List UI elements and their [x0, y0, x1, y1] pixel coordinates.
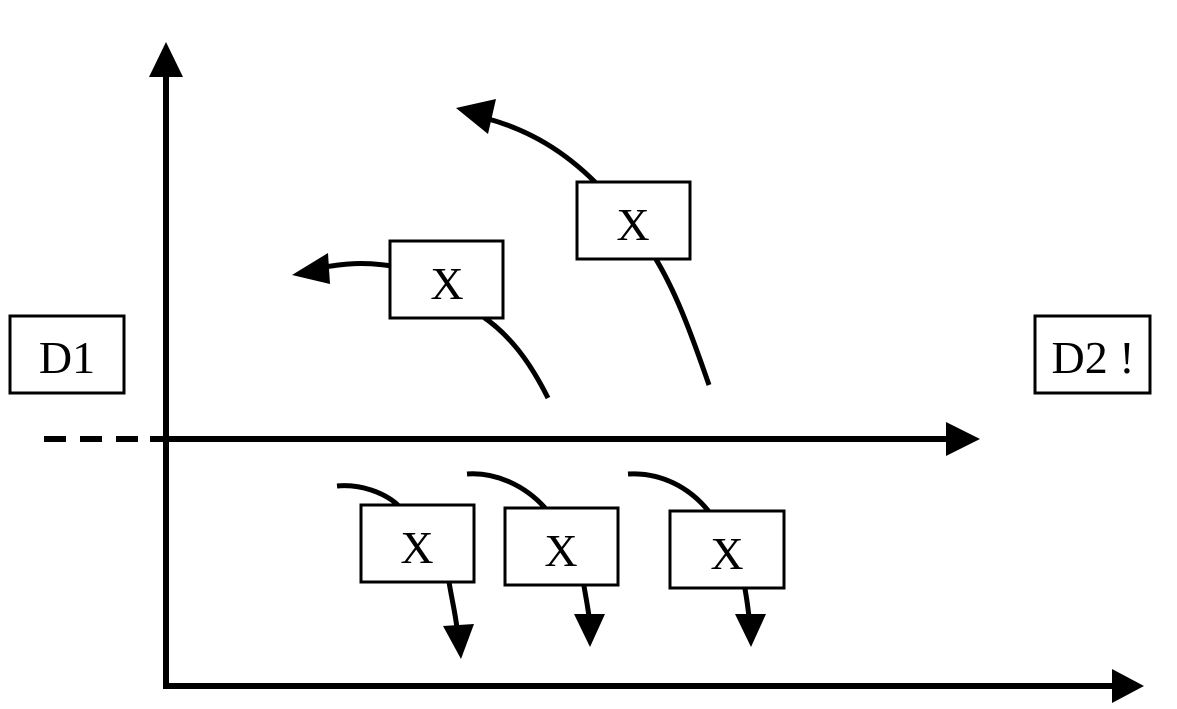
upper-box-2-group: X [456, 99, 712, 386]
lower-box-3 [668, 509, 786, 590]
upper-box-1-group: X [292, 239, 551, 400]
lower-box-1-label: X [400, 522, 433, 573]
vertical-axis [149, 42, 183, 686]
lower-box-3-tail [627, 471, 712, 515]
middle-axis [44, 422, 980, 456]
upper-box-2-tail [651, 254, 712, 386]
lower-box-2 [503, 506, 620, 587]
upper-box-1 [388, 239, 505, 320]
lower-box-1 [359, 503, 476, 584]
upper-box-2-label: X [616, 199, 649, 250]
upper-box-2 [575, 180, 692, 261]
upper-box-2-arrowhead [456, 99, 496, 134]
lower-box-2-label: X [544, 525, 577, 576]
upper-box-1-arrowhead [292, 253, 330, 284]
left-label-text: D1 [39, 332, 95, 383]
lower-box-2-group: X [466, 471, 620, 647]
lower-box-1-group: X [336, 483, 476, 659]
bottom-axis [163, 669, 1144, 703]
lower-box-3-label: X [710, 528, 743, 579]
lower-box-2-arrowhead [574, 614, 605, 647]
right-label-box: D2 ! [1033, 314, 1152, 395]
lower-box-3-arrow-line [742, 588, 752, 618]
lower-box-1-arrowhead [443, 624, 474, 659]
lower-box-1-tail [336, 483, 402, 509]
lower-box-2-arrow-line [581, 585, 592, 618]
left-label-box: D1 [8, 314, 126, 395]
upper-box-2-arrow-line [484, 115, 598, 185]
lower-box-3-arrowhead [735, 614, 766, 647]
upper-box-1-tail [480, 313, 551, 400]
upper-box-1-label: X [430, 258, 463, 309]
lower-box-3-group: X [627, 471, 786, 647]
right-label-text: D2 ! [1051, 332, 1134, 383]
lower-box-2-tail [466, 471, 548, 511]
lower-box-1-arrow-line [446, 581, 460, 629]
upper-box-1-arrow-line [319, 261, 393, 271]
